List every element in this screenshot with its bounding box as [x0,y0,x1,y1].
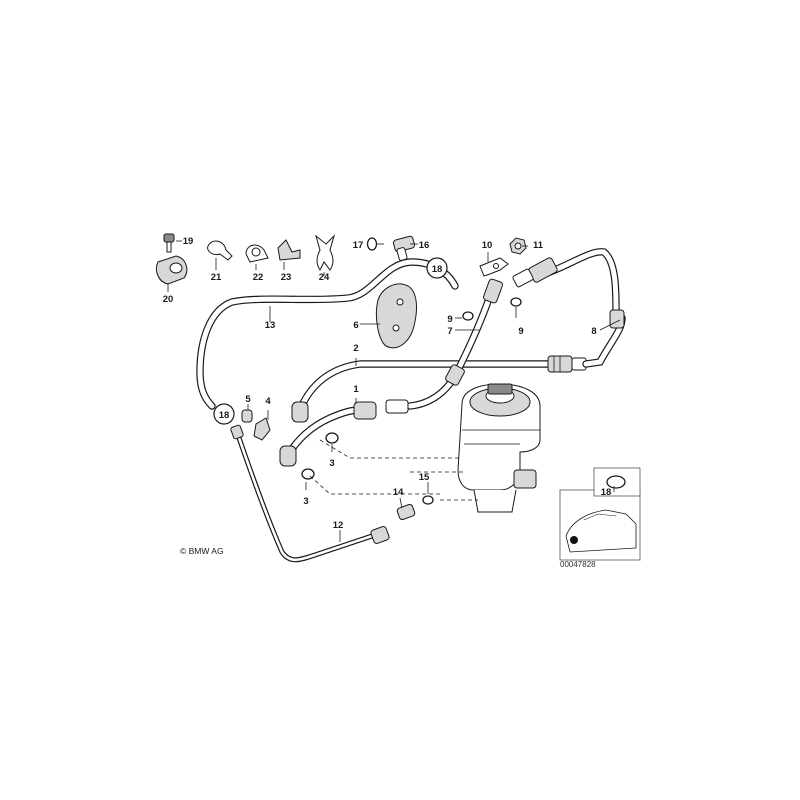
callout-14: 14 [393,487,404,498]
callout-2: 2 [353,343,358,354]
callout-3-upper: 3 [329,458,334,469]
callout-19: 19 [183,236,194,247]
hose-clamp-18-badge-top: 18 [426,257,448,279]
clamp-20 [155,255,188,285]
fitting-14 [370,503,416,544]
callout-3-lower: 3 [303,496,308,507]
callout-labels: 1 2 3 3 4 5 6 7 8 9 9 10 11 12 13 14 15 … [163,236,612,531]
nut-11 [509,237,527,255]
bolt-19 [163,233,175,253]
callout-5: 5 [245,394,251,405]
callout-21: 21 [211,272,222,283]
hose-13 [196,258,459,410]
svg-text:18: 18 [432,264,443,275]
hose-8 [512,248,625,329]
callout-6: 6 [353,320,358,331]
pipe-12 [230,424,375,563]
copyright-text: © BMW AG [180,546,224,556]
hose-clamp-18-badge-left: 18 [213,403,235,425]
callout-20: 20 [163,294,174,305]
callout-18-inset: 18 [601,487,612,498]
vehicle-inset: 00047828 [559,467,641,569]
callout-8: 8 [591,326,596,337]
callout-16: 16 [419,240,430,251]
ring-9a [462,311,474,321]
callout-15: 15 [419,472,430,483]
document-number: 00047828 [560,560,596,569]
hose-7 [385,278,503,414]
callout-17: 17 [353,240,364,251]
svg-text:18: 18 [219,410,230,421]
leader-lines [167,240,621,542]
ring-15 [422,495,434,505]
callout-7: 7 [447,326,452,337]
callout-10: 10 [482,240,493,251]
clip-21 [207,240,233,261]
callout-11: 11 [533,240,544,251]
callout-13: 13 [265,320,276,331]
callout-9-right: 9 [518,326,523,337]
ring-9b [510,297,522,307]
clip-22 [245,244,269,263]
ring-3b [301,468,315,480]
pump-reservoir [410,383,541,513]
callout-9-left: 9 [447,314,452,325]
callout-22: 22 [253,272,264,283]
hose-1 [279,401,377,467]
bracket-10 [479,257,509,277]
callout-23: 23 [281,272,292,283]
fitting-16 [392,235,416,261]
ring-17 [366,237,378,251]
callout-1: 1 [353,384,359,395]
ring-3a [325,432,339,444]
bracket-4 [253,417,271,441]
callout-4: 4 [265,396,271,407]
grommet-5 [241,409,253,423]
callout-24: 24 [319,272,330,283]
callout-12: 12 [333,520,344,531]
heat-shield-6 [375,283,417,349]
bracket-23 [277,239,301,261]
clip-24 [315,234,336,271]
